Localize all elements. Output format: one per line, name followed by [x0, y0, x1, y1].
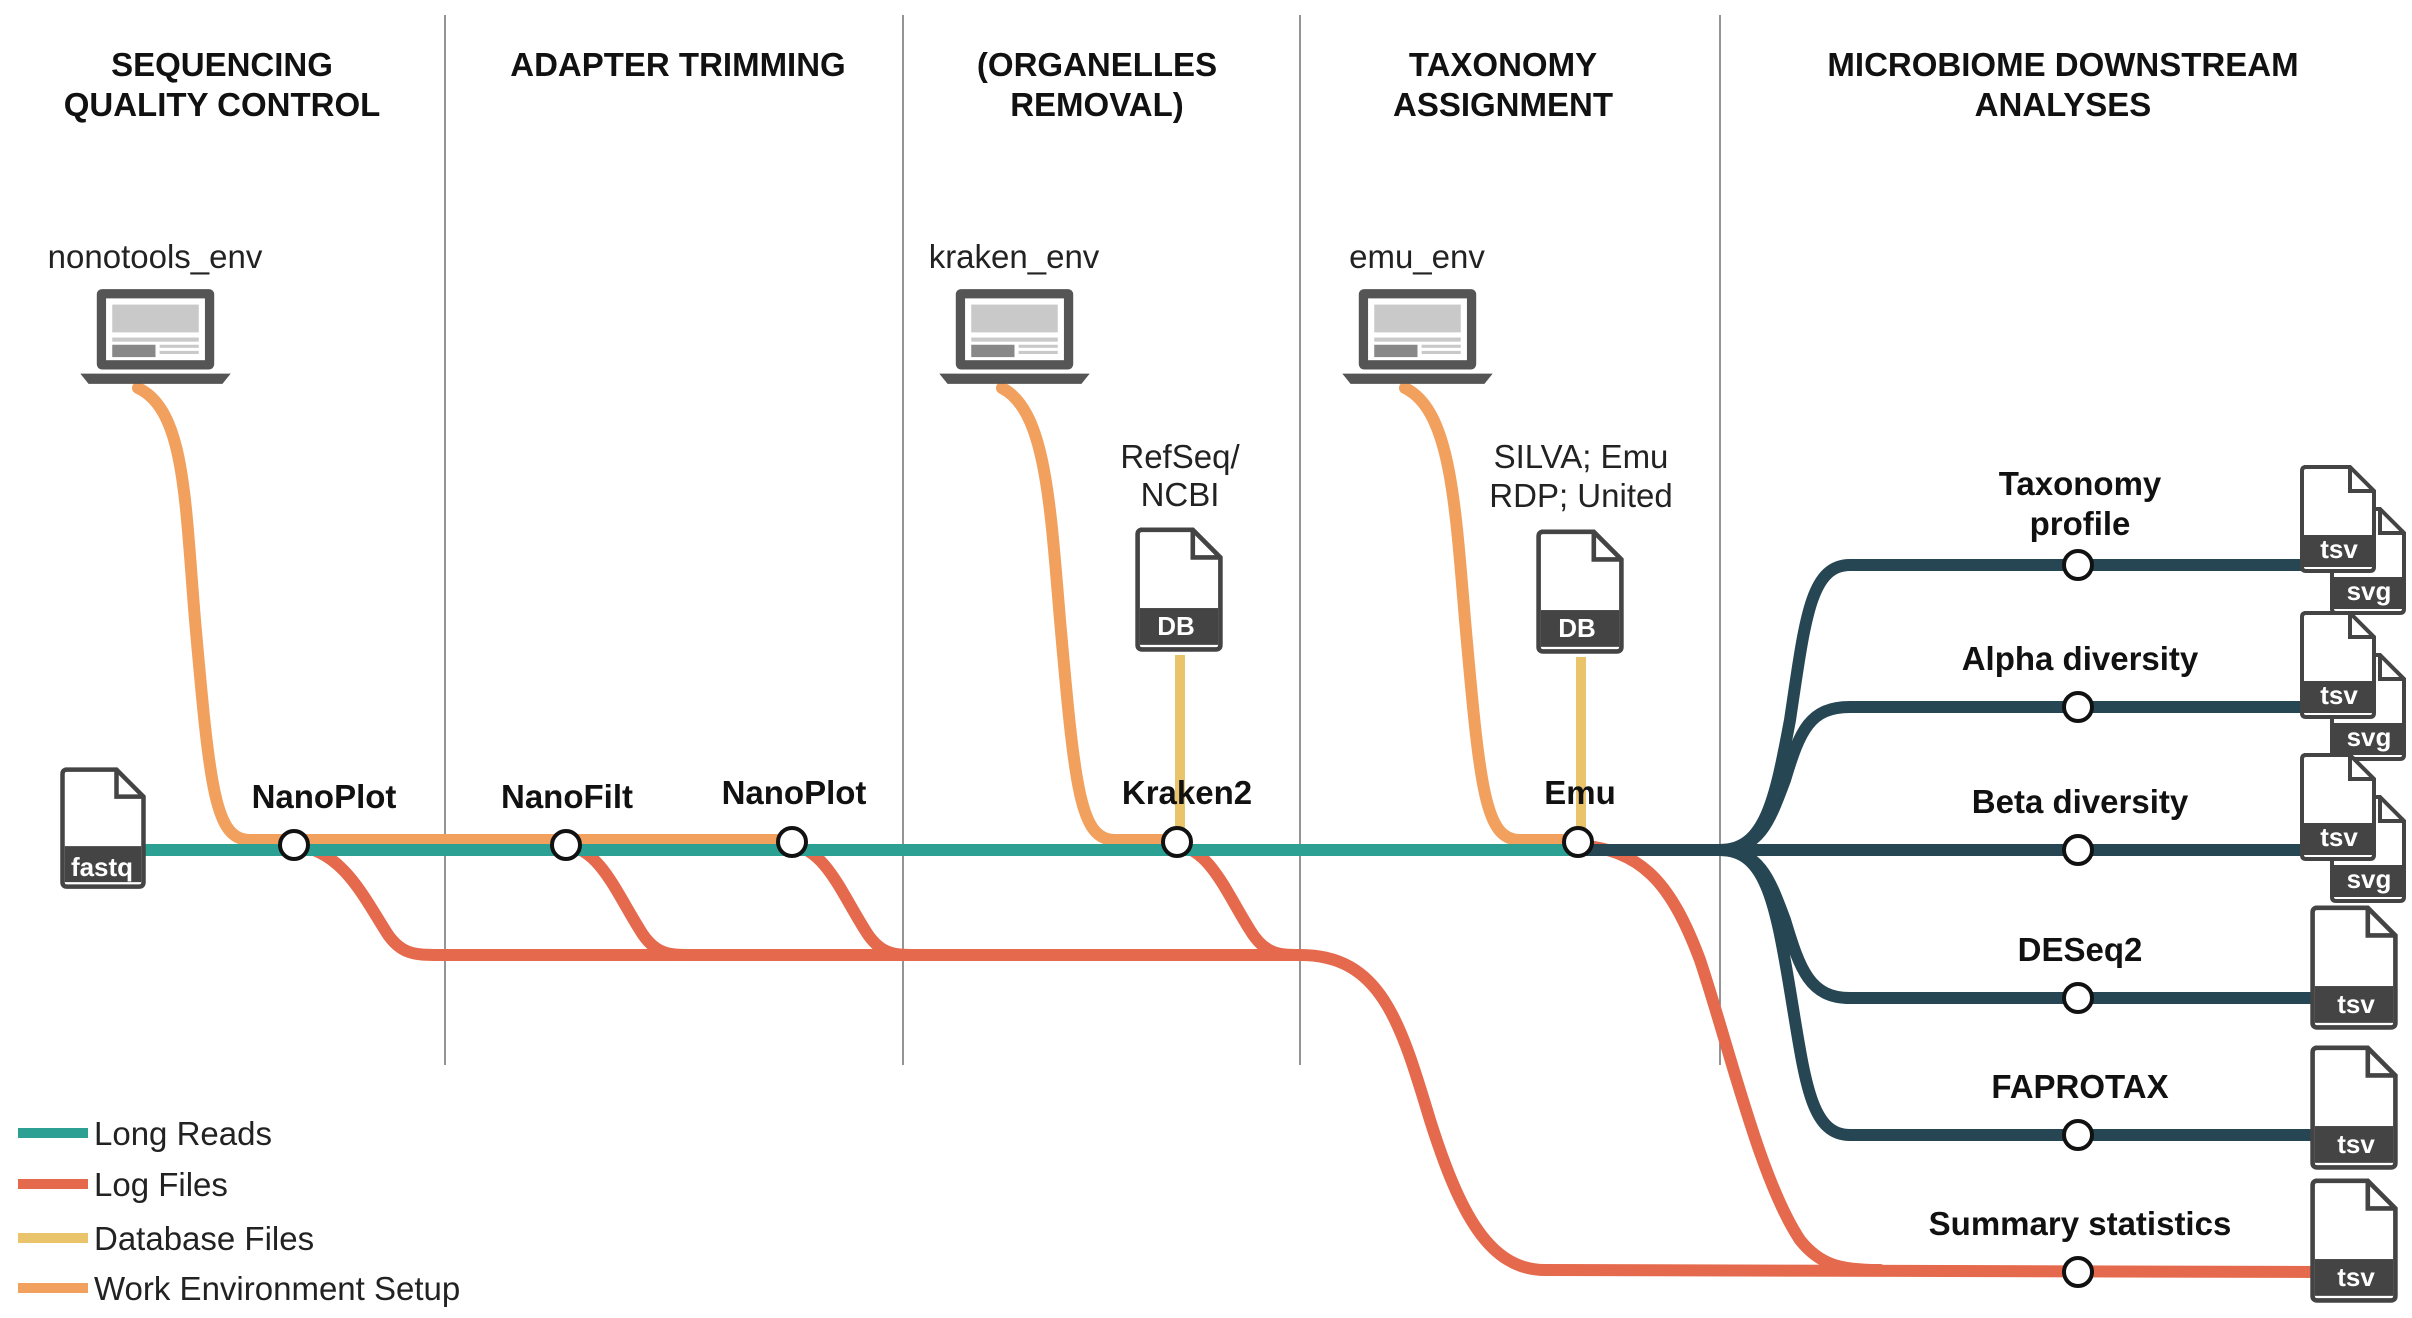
node-alpha-diversity — [2062, 691, 2094, 723]
downstream-lines — [1574, 559, 2326, 1141]
kraken-db-label-line2: NCBI — [1141, 476, 1220, 513]
emu-db-label-line1: SILVA; Emu — [1494, 438, 1669, 475]
alpha-output-files: svg tsv — [2300, 611, 2406, 761]
beta-svg-tag: svg — [2347, 864, 2392, 894]
taxonomy-output-files: svg tsv — [2300, 465, 2406, 615]
faprotax-output-file: tsv — [2313, 1048, 2396, 1168]
laptop-icon-nanotools — [80, 289, 231, 384]
header-qc-line2: QUALITY CONTROL — [64, 86, 381, 123]
log-line-nanoplot2 — [786, 839, 921, 961]
env-label-nanotools: nonotools_env — [48, 238, 263, 275]
legend-label-long-reads: Long Reads — [94, 1115, 272, 1152]
tool-label-emu: Emu — [1544, 774, 1616, 811]
kraken-db-file-icon: DB — [1138, 530, 1221, 650]
kraken-db-label-line1: RefSeq/ — [1120, 438, 1240, 475]
section-headers: SEQUENCING QUALITY CONTROL ADAPTER TRIMM… — [64, 46, 2299, 123]
legend-label-work-env: Work Environment Setup — [94, 1270, 460, 1307]
laptop-icon-emu — [1342, 289, 1493, 384]
database-lines — [1175, 655, 1586, 830]
deseq2-tsv-tag: tsv — [2337, 989, 2375, 1019]
taxonomy-tsv-tag: tsv — [2320, 534, 2358, 564]
header-downstream-line2: ANALYSES — [1975, 86, 2152, 123]
output-label-beta: Beta diversity — [1972, 783, 2189, 820]
node-taxonomy-profile — [2062, 549, 2094, 581]
env-line-emu — [1399, 382, 1586, 846]
branch-deseq2 — [1714, 844, 2326, 1004]
emu-db-tag: DB — [1558, 613, 1596, 643]
header-taxonomy-line2: ASSIGNMENT — [1393, 86, 1613, 123]
node-nanoplot2 — [776, 826, 808, 858]
output-nodes — [2062, 549, 2094, 1288]
output-label-taxonomy-line1: Taxonomy — [1999, 465, 2162, 502]
log-line-kraken2 — [1171, 839, 1306, 961]
column-dividers — [444, 15, 1721, 1065]
deseq2-output-file: tsv — [2313, 908, 2396, 1028]
branch-alpha — [1714, 701, 2326, 856]
node-kraken2 — [1161, 826, 1193, 858]
emu-db-file-icon: DB — [1539, 532, 1622, 652]
node-summary-statistics — [2062, 1256, 2094, 1288]
log-line-to-summary — [1294, 949, 2326, 1278]
legend-label-log-files: Log Files — [94, 1166, 228, 1203]
fastq-file-tag: fastq — [71, 852, 133, 882]
output-label-summary: Summary statistics — [1929, 1205, 2232, 1242]
tool-nodes — [278, 826, 1594, 861]
tool-label-nanoplot2: NanoPlot — [722, 774, 867, 811]
output-label-faprotax: FAPROTAX — [1991, 1068, 2168, 1105]
tool-label-nanofilt: NanoFilt — [501, 778, 633, 815]
env-line-nanotools — [132, 382, 796, 846]
env-label-emu: emu_env — [1349, 238, 1485, 275]
alpha-svg-tag: svg — [2347, 722, 2392, 752]
log-line-nanoplot1 — [288, 839, 1306, 961]
node-emu — [1562, 826, 1594, 858]
output-label-taxonomy-line2: profile — [2030, 505, 2131, 542]
env-line-kraken — [996, 382, 1184, 846]
beta-output-files: svg tsv — [2300, 753, 2406, 903]
emu-db-label-line2: RDP; United — [1489, 477, 1672, 514]
taxonomy-svg-tag: svg — [2347, 576, 2392, 606]
node-beta-diversity — [2062, 834, 2094, 866]
legend-label-database-files: Database Files — [94, 1220, 314, 1257]
tool-label-nanoplot1: NanoPlot — [252, 778, 397, 815]
header-organelles-line1: (ORGANELLES — [977, 46, 1217, 83]
legend: Long Reads Log Files Database Files Work… — [18, 1115, 460, 1307]
output-label-deseq2: DESeq2 — [2018, 931, 2143, 968]
node-faprotax — [2062, 1119, 2094, 1151]
env-label-kraken: kraken_env — [929, 238, 1100, 275]
node-nanoplot1 — [278, 829, 310, 861]
tool-label-kraken2: Kraken2 — [1122, 774, 1252, 811]
log-line-emu-to-summary — [1572, 839, 1886, 1276]
header-qc-line1: SEQUENCING — [111, 46, 333, 83]
log-line-nanofilt — [560, 839, 696, 961]
faprotax-tsv-tag: tsv — [2337, 1129, 2375, 1159]
node-deseq2 — [2062, 982, 2094, 1014]
branch-faprotax — [1714, 844, 2326, 1141]
kraken-db-tag: DB — [1157, 611, 1195, 641]
summary-output-file: tsv — [2313, 1181, 2396, 1301]
header-organelles-line2: REMOVAL) — [1010, 86, 1184, 123]
node-nanofilt — [550, 829, 582, 861]
beta-tsv-tag: tsv — [2320, 822, 2358, 852]
summary-tsv-tag: tsv — [2337, 1262, 2375, 1292]
output-label-alpha: Alpha diversity — [1962, 640, 2199, 677]
work-env-lines — [132, 382, 1586, 846]
alpha-tsv-tag: tsv — [2320, 680, 2358, 710]
header-trimming-line1: ADAPTER TRIMMING — [510, 46, 845, 83]
laptop-icon-kraken — [939, 289, 1090, 384]
fastq-file-icon: fastq — [63, 770, 144, 887]
header-downstream-line1: MICROBIOME DOWNSTREAM — [1827, 46, 2298, 83]
header-taxonomy-line1: TAXONOMY — [1409, 46, 1597, 83]
